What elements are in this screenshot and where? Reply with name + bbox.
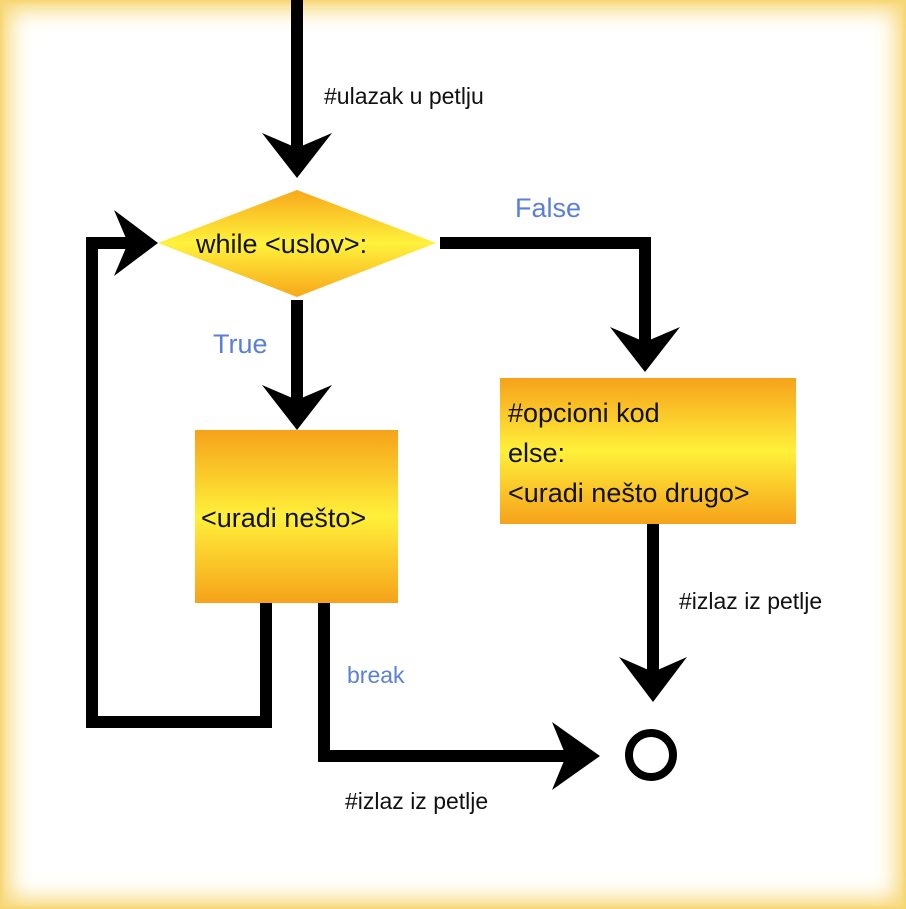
false-path-line (440, 237, 651, 345)
break-path-line (318, 603, 570, 762)
true-arrowhead (262, 385, 332, 430)
condition-diamond (158, 190, 436, 297)
else-block-line: <uradi nešto drugo> (508, 478, 750, 508)
else-block-line: else: (508, 438, 566, 468)
false-branch-label: False (515, 193, 582, 223)
condition-label: while <uslov>: (196, 229, 368, 259)
loop-back-line (86, 237, 272, 728)
loop-body-box (195, 430, 398, 603)
entry-note: #ulazak u petlju (324, 83, 484, 109)
break-branch-label: break (347, 662, 405, 688)
entry-arrowhead (262, 133, 332, 178)
else-exit-arrowhead (619, 657, 687, 702)
loop-back-arrowhead (114, 210, 158, 276)
else-block-box (500, 378, 796, 524)
break-arrowhead (552, 722, 600, 790)
end-node-circle (625, 729, 677, 781)
false-arrowhead (610, 327, 680, 372)
else-block-text: #opcioni kod else: <uradi nešto drugo> (508, 393, 750, 513)
true-branch-label: True (213, 329, 268, 359)
break-exit-note: #izlaz iz petlje (345, 788, 489, 814)
loop-body-label: <uradi nešto> (201, 503, 367, 533)
else-exit-note: #izlaz iz petlje (679, 588, 823, 614)
else-block-line: #opcioni kod (508, 398, 660, 428)
